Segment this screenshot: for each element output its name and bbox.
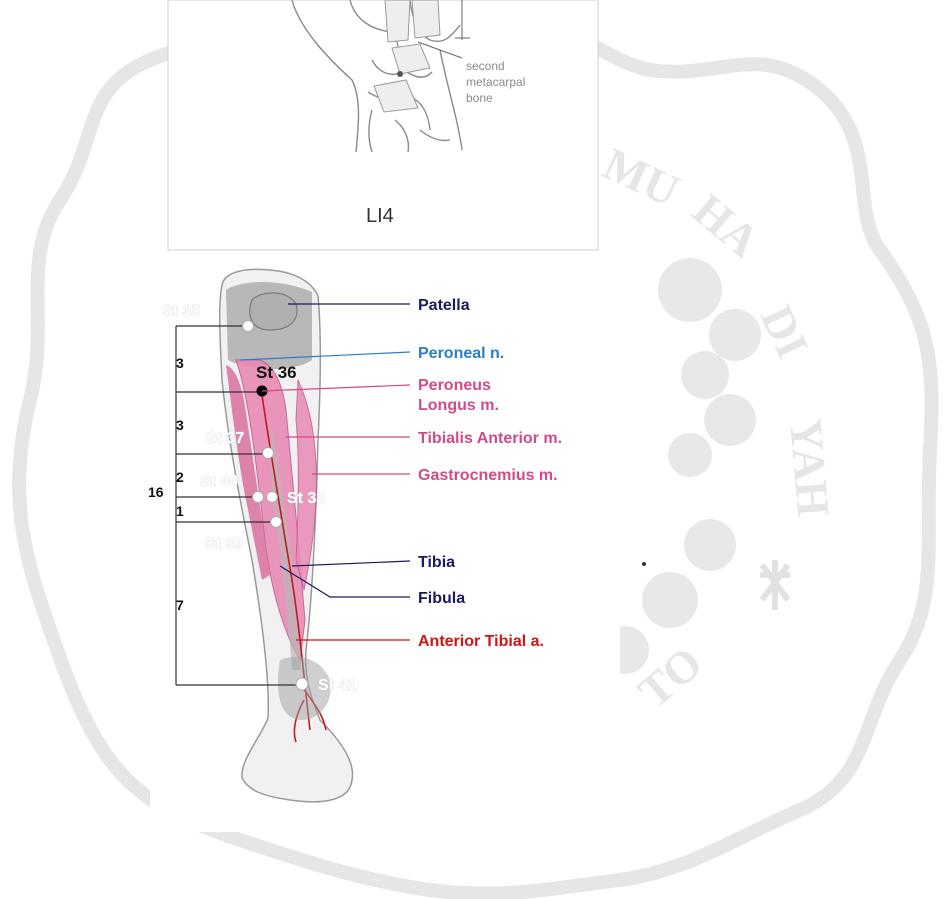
label-anterior-tibial-artery: Anterior Tibial a. (418, 633, 544, 650)
label-patella: Patella (418, 297, 470, 314)
li4-point (397, 71, 403, 77)
cun-total: 16 (148, 484, 164, 500)
label-fibula: Fibula (418, 590, 465, 607)
point-st37-marker (263, 448, 274, 459)
label-peroneal-nerve: Peroneal n. (418, 345, 504, 362)
annotation-line-2: metacarpal (466, 75, 525, 89)
point-st38-label: St 38 (287, 490, 325, 507)
label-peroneus-line-1: Peroneus (418, 377, 491, 394)
point-st35-marker (243, 321, 254, 332)
annotation-line-3: bone (466, 91, 493, 105)
point-st35-label: St 35 (162, 303, 200, 320)
label-peroneus-line-2: Longus m. (418, 397, 499, 414)
label-tibia: Tibia (418, 554, 455, 571)
point-st40-marker (253, 492, 264, 503)
point-st37-label: St 37 (206, 430, 244, 447)
svg-text:DI: DI (751, 298, 819, 366)
cun-seg-4: 1 (176, 503, 184, 519)
point-st41-marker (296, 678, 308, 690)
cun-seg-2: 3 (176, 417, 184, 433)
point-st40-label: St 40 (200, 473, 238, 490)
point-st41-label: St 41 (318, 677, 356, 694)
cun-seg-3: 2 (176, 469, 184, 485)
point-st39-label: St 39 (205, 536, 243, 553)
svg-text:YAH: YAH (780, 416, 839, 518)
label-tibialis-anterior: Tibialis Anterior m. (418, 430, 562, 447)
panel-caption: LI4 (366, 205, 394, 227)
stray-dot (642, 562, 646, 566)
point-st36-label: St 36 (256, 363, 297, 382)
svg-text:MU: MU (596, 138, 687, 217)
patella-bone (250, 293, 297, 330)
label-gastrocnemius: Gastrocnemius m. (418, 467, 558, 484)
point-st39-marker (271, 517, 282, 528)
cun-seg-5: 7 (176, 597, 184, 613)
point-st38-marker (267, 492, 278, 503)
svg-text:HA: HA (684, 184, 770, 267)
cun-seg-1: 3 (176, 355, 184, 371)
annotation-line-1: second (466, 59, 505, 73)
